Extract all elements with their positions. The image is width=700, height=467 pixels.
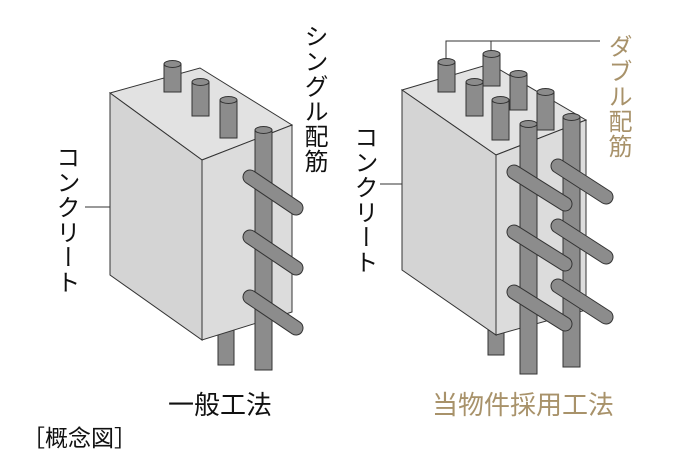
rebar-horizontal <box>506 158 614 332</box>
double-rebar-label: ダブル配筋 <box>604 34 632 159</box>
leader-line <box>445 40 600 59</box>
single-rebar-wall <box>85 60 304 371</box>
rebar-top-stubs <box>437 50 555 141</box>
single-rebar-label: シングル配筋 <box>300 24 328 174</box>
general-method-label: 一般工法 <box>168 391 273 421</box>
adopted-method-label: 当物件採用工法 <box>432 391 615 421</box>
concept-caption: ［概念図］ <box>22 426 137 452</box>
rebar-top-stubs <box>163 60 238 139</box>
rebar-horizontal <box>242 169 304 336</box>
concrete-label-right: コンクリート <box>350 125 378 275</box>
double-rebar-wall <box>380 40 614 375</box>
concrete-label-left: コンクリート <box>52 145 80 295</box>
